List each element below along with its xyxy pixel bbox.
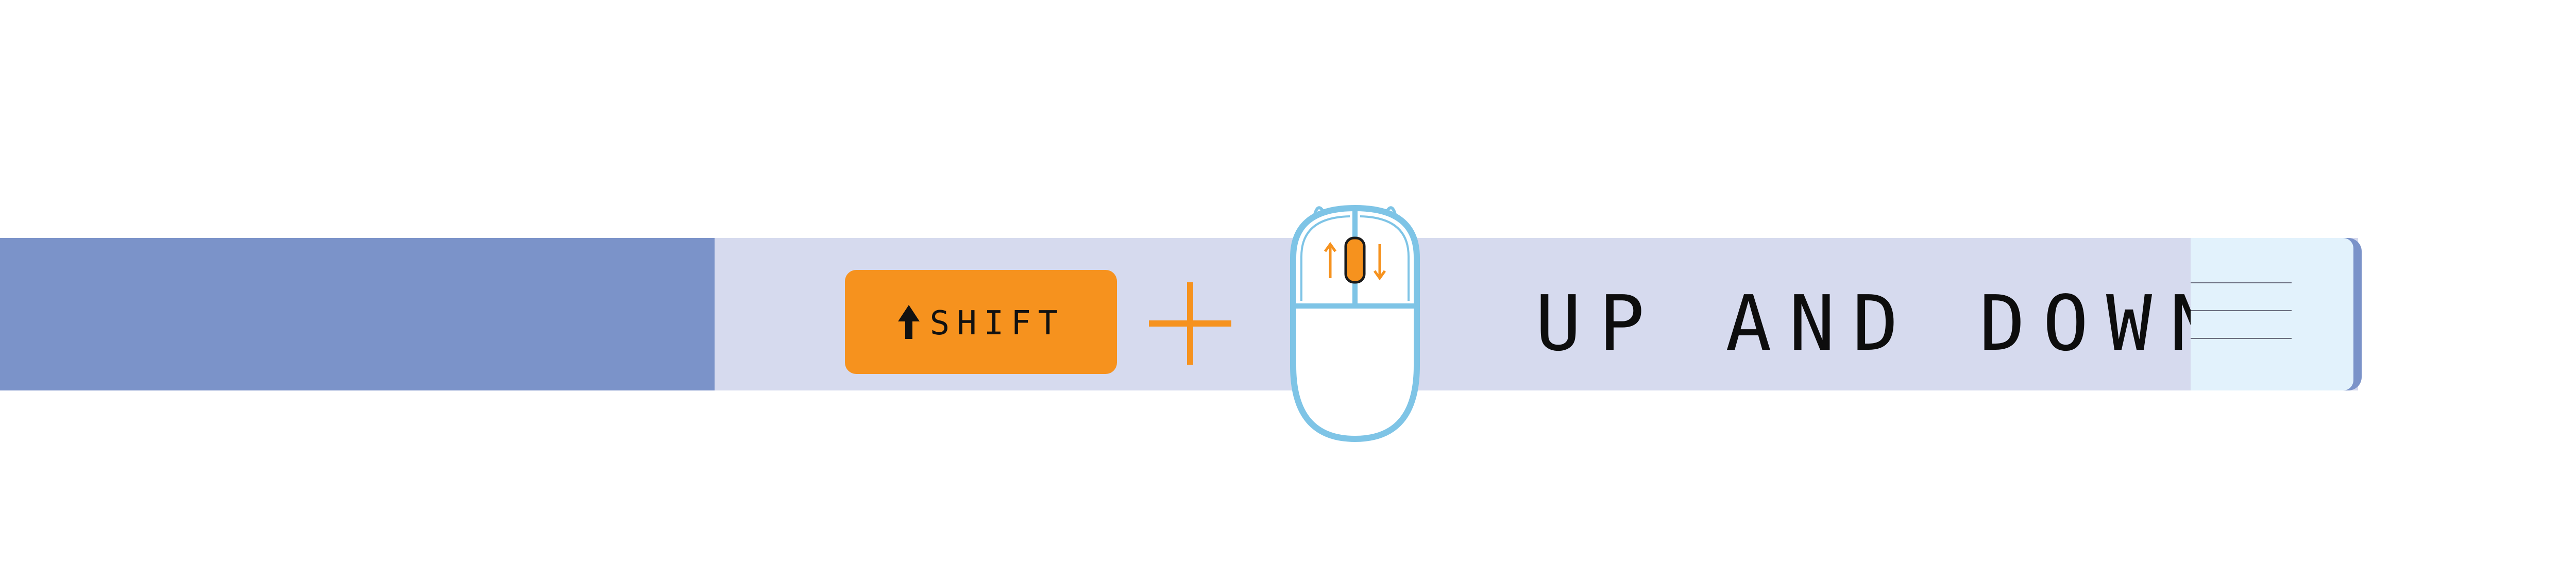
shift-key-label: SHIFT <box>929 304 1065 343</box>
banner-dark-segment <box>0 238 715 390</box>
notepad-line <box>2191 282 2292 283</box>
notepad-icon <box>2191 238 2353 390</box>
notepad-line <box>2191 310 2292 311</box>
notepad-line <box>2191 338 2292 339</box>
up-arrow-icon <box>897 305 920 339</box>
plus-icon <box>1149 282 1231 365</box>
shift-key-button: SHIFT <box>845 270 1117 374</box>
shortcut-caption: UP AND DOWN <box>1535 279 2233 368</box>
mouse-scroll-wheel-icon <box>1290 205 1420 442</box>
